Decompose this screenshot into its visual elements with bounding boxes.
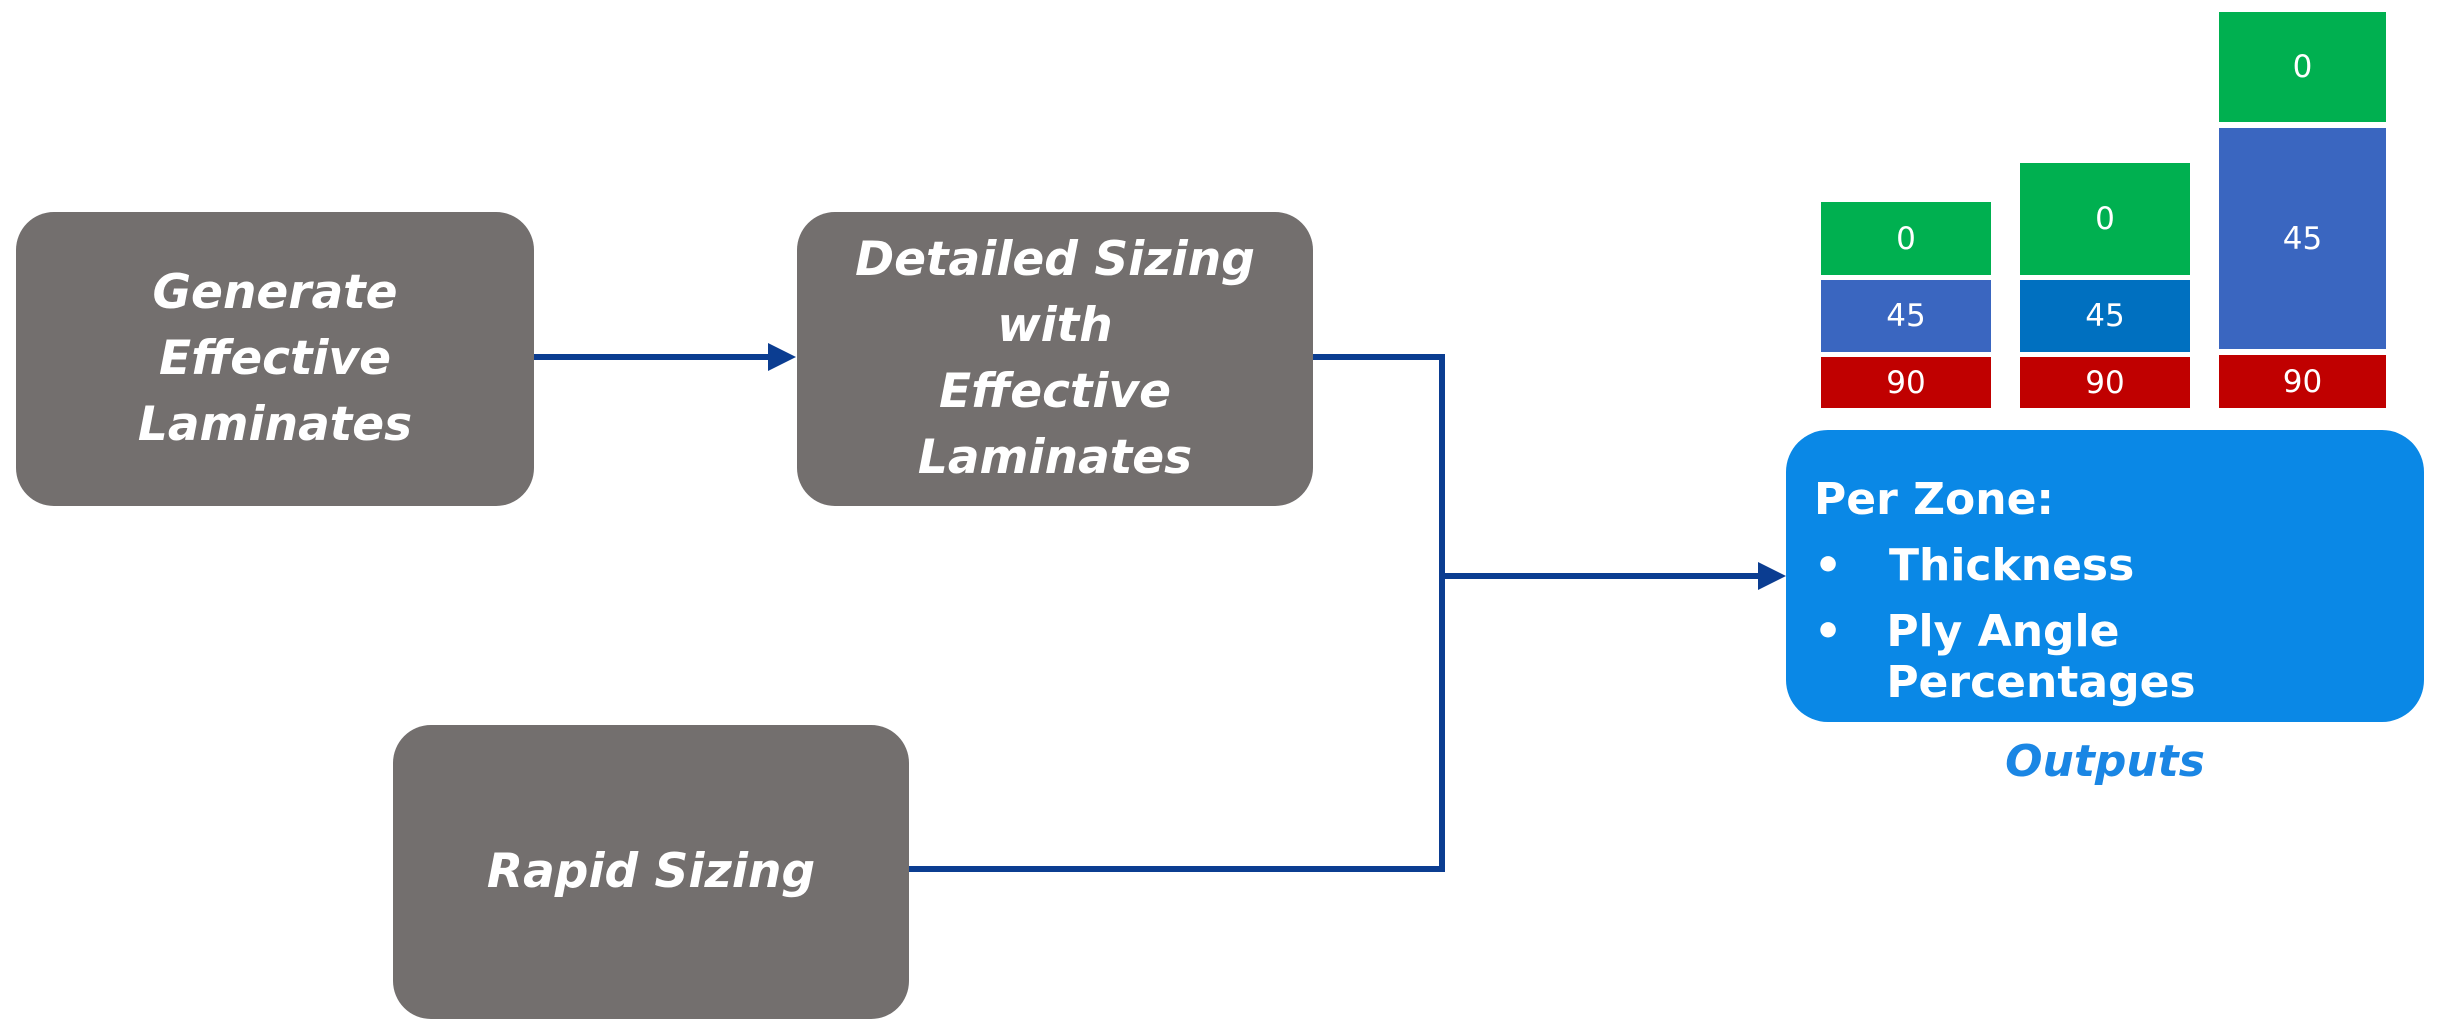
arrowhead-to-outputs: [1758, 562, 1786, 590]
bullet-icon: •: [1814, 540, 1843, 591]
ply-segment-45: 45: [2020, 280, 2190, 352]
ply-segment-0: 0: [1821, 202, 1991, 275]
ply-segment-0: 0: [2020, 163, 2190, 275]
ply-segment-90: 90: [2219, 355, 2386, 408]
ply-segment-45: 45: [1821, 280, 1991, 352]
box-label-line: Effective Laminates: [917, 364, 1193, 485]
box-label-line: Effective Laminates: [137, 331, 413, 452]
ply-segment-90: 90: [2020, 357, 2190, 408]
outputs-heading: Per Zone:: [1814, 474, 2055, 525]
connector-rapid-to-merge: [909, 576, 1445, 872]
generate-effective-laminates-box: Generate Effective Laminates: [16, 212, 534, 506]
rapid-sizing-box: Rapid Sizing: [393, 725, 909, 1019]
outputs-box: Per Zone: • Thickness • Ply Angle Percen…: [1786, 430, 2424, 722]
box-label-line: Detailed Sizing with: [855, 232, 1255, 353]
outputs-item-label: Thickness: [1889, 540, 2135, 591]
box-label-line: Generate: [152, 265, 398, 320]
detailed-sizing-box: Detailed Sizing with Effective Laminates: [797, 212, 1313, 506]
outputs-list-item: • Ply Angle Percentages: [1814, 606, 2424, 708]
ply-segment-0: 0: [2219, 12, 2386, 122]
ply-segment-90: 90: [1821, 357, 1991, 408]
bullet-icon: •: [1814, 606, 1843, 657]
connector-detailed-to-merge: [1313, 354, 1445, 576]
outputs-caption: Outputs: [2005, 736, 2205, 787]
outputs-list-item: • Thickness: [1814, 540, 2134, 591]
outputs-item-label: Ply Angle Percentages: [1886, 606, 2196, 708]
arrowhead-to-detailed: [768, 343, 796, 371]
ply-segment-45: 45: [2219, 128, 2386, 349]
box-label-line: Rapid Sizing: [486, 844, 816, 899]
